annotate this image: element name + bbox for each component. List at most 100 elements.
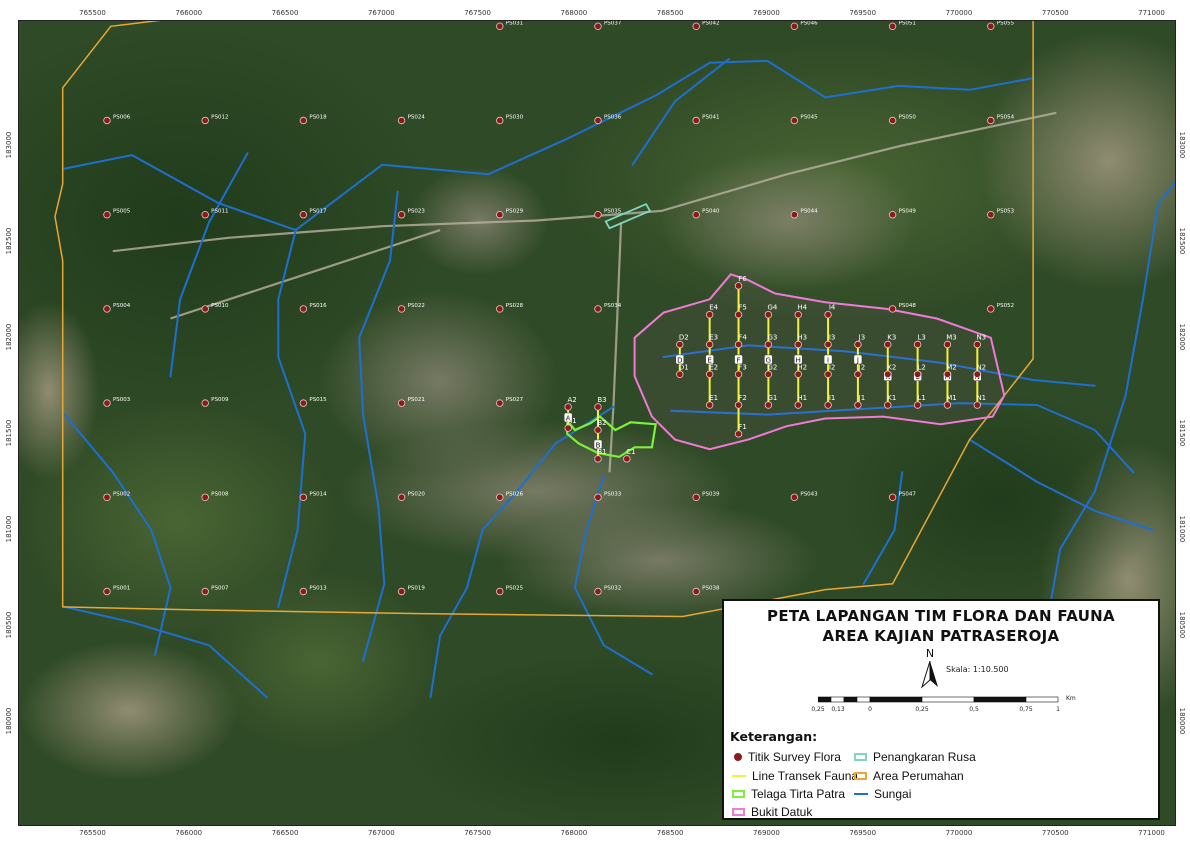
transect-point-marker: [943, 340, 952, 349]
survey-point-label: PS046: [800, 21, 818, 26]
transect-point-label: J2: [858, 363, 866, 371]
river-line: [662, 344, 1096, 387]
survey-point-marker: [594, 211, 602, 219]
survey-point-marker: [987, 22, 995, 31]
survey-point-marker: [692, 493, 700, 501]
transect-badge: [593, 439, 603, 450]
scale-text: Skala: 1:10.500: [946, 665, 1009, 674]
y-tick-label: 182500: [1178, 227, 1186, 254]
survey-point-label: PS054: [997, 115, 1015, 121]
transect-point-marker: [734, 401, 743, 409]
survey-point-label: PS007: [211, 585, 229, 591]
transect-point-label: G4: [767, 304, 777, 312]
x-tick-label: 770000: [945, 829, 973, 837]
survey-point-marker: [790, 116, 799, 125]
transect-point-marker: [884, 401, 892, 409]
transect-point-label: I2: [829, 363, 836, 371]
transect-point-marker: [594, 426, 602, 434]
transect-point-marker: [705, 401, 714, 409]
legend-polygon-icon: [854, 752, 867, 761]
transect-point-label: F5: [738, 304, 746, 312]
transect-point-marker: [734, 282, 743, 290]
survey-point-label: PS022: [408, 303, 425, 309]
survey-point-label: PS050: [899, 115, 917, 121]
legend-item: Area Perumahan: [854, 768, 964, 783]
survey-point-marker: [103, 211, 111, 219]
survey-point-marker: [201, 399, 209, 407]
scale-segment: [869, 696, 923, 703]
transect-point-label: C1: [626, 448, 635, 456]
transect-point-marker: [705, 310, 714, 319]
legend-item-label: Penangkaran Rusa: [873, 749, 976, 764]
transect-point-marker: [973, 401, 982, 409]
y-tick-label: 182000: [5, 323, 13, 351]
survey-point-label: PS039: [702, 491, 720, 497]
transect-point-marker: [764, 310, 773, 319]
transect-letter: F: [737, 356, 741, 364]
scale-tick-label: 1: [1056, 706, 1060, 713]
survey-point-label: PS020: [408, 491, 426, 497]
survey-point-marker: [103, 493, 111, 501]
survey-point-marker: [103, 587, 111, 596]
transect-point-marker: [623, 455, 631, 463]
transect-point-marker: [734, 370, 743, 378]
transect-point-label: A2: [568, 396, 577, 404]
legend-item: Penangkaran Rusa: [854, 749, 976, 764]
transect-point-label: N3: [976, 333, 986, 341]
legend-item: Telaga Tirta Patra: [732, 786, 845, 801]
survey-point-label: PS030: [506, 115, 524, 121]
survey-point-label: PS021: [408, 397, 425, 403]
road: [170, 229, 441, 320]
survey-point-marker: [397, 493, 406, 501]
survey-point-label: PS048: [899, 303, 917, 309]
survey-point-marker: [888, 116, 897, 125]
transect-point-marker: [764, 370, 773, 378]
survey-point-marker: [201, 211, 209, 219]
survey-point-label: PS042: [702, 21, 719, 26]
transect-point-marker: [973, 370, 982, 378]
transect-point-label: K3: [887, 333, 896, 341]
legend-polygon-icon: [854, 771, 867, 780]
transect-point-label: I1: [829, 394, 836, 402]
transect-point-marker: [824, 370, 832, 378]
y-tick-label: 181000: [1178, 515, 1186, 543]
survey-point-marker: [790, 211, 799, 219]
survey-point-marker: [397, 399, 406, 407]
transect-point-marker: [794, 370, 802, 378]
legend-line-icon: [732, 774, 746, 777]
transect-letter: J: [856, 356, 859, 364]
map-frame[interactable]: ABDEFGHIJKLMN PS001PS002PS003PS004PS005P…: [18, 20, 1176, 826]
survey-point-label: PS024: [408, 115, 426, 121]
transect-point-marker: [884, 370, 892, 378]
survey-point-label: PS019: [408, 585, 426, 591]
transect-point-label: B1: [597, 448, 606, 456]
survey-point-marker: [103, 399, 111, 407]
transect-point-marker: [734, 430, 743, 438]
transect-letter: E: [707, 356, 711, 364]
survey-point-label: PS003: [113, 397, 131, 403]
transect-badge: [705, 354, 714, 365]
survey-point-marker: [201, 116, 209, 125]
transect-point-marker: [594, 455, 602, 463]
transect-point-marker: [913, 401, 922, 409]
survey-point-label: PS025: [506, 585, 524, 591]
transect-badge: [675, 354, 685, 365]
legend-item-label: Bukit Datuk: [751, 804, 813, 819]
transect-point-marker: [764, 340, 773, 349]
y-tick-label: 182000: [1178, 323, 1186, 351]
transect-point-label: B2: [597, 419, 606, 427]
transect-point-marker: [676, 340, 684, 349]
survey-point-label: PS036: [604, 115, 622, 121]
transect-point-label: G2: [767, 363, 777, 371]
survey-point-label: PS033: [604, 491, 622, 497]
survey-point-label: PS005: [113, 209, 131, 215]
transect-point-label: E3: [709, 333, 718, 341]
survey-point-marker: [299, 399, 308, 407]
river-line: [862, 471, 904, 585]
scale-tick-label: 0,75: [1019, 706, 1033, 713]
map-canvas[interactable]: ABDEFGHIJKLMN PS001PS002PS003PS004PS005P…: [19, 21, 1176, 826]
y-tick-label: 180000: [5, 707, 13, 735]
transect-letter: G: [766, 356, 771, 364]
y-tick-label: 180500: [1178, 611, 1186, 639]
